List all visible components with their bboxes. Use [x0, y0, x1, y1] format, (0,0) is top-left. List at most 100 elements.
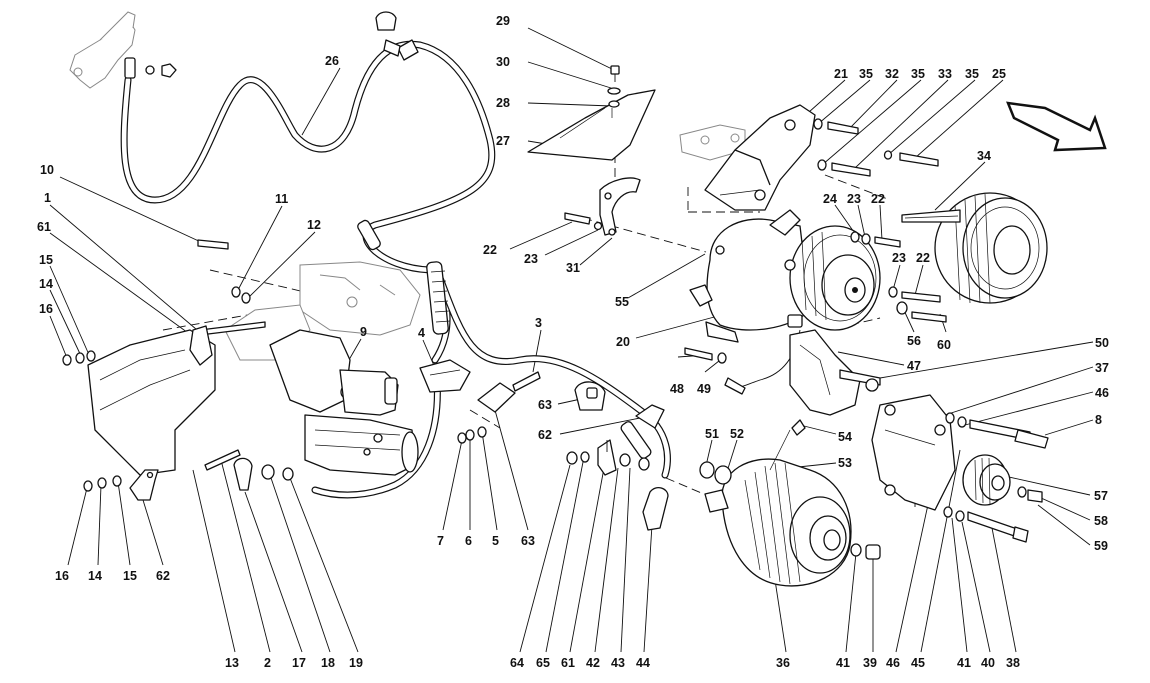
- label-40: 40: [981, 656, 995, 670]
- label-6: 6: [465, 534, 472, 548]
- label-14: 14: [39, 277, 53, 291]
- starter-cable-19: [311, 376, 441, 499]
- cable-clamp-top: [375, 11, 419, 61]
- label-53: 53: [838, 456, 852, 470]
- label-58: 58: [1094, 514, 1108, 528]
- label-26: 26: [325, 54, 339, 68]
- connector-63: [477, 371, 665, 429]
- label-65: 65: [536, 656, 550, 670]
- label-28: 28: [496, 96, 510, 110]
- label-62: 62: [538, 428, 552, 442]
- label-9: 9: [360, 325, 367, 339]
- clip-4: [419, 359, 471, 393]
- label-27: 27: [496, 134, 510, 148]
- label-34: 34: [977, 149, 991, 163]
- label-3: 3: [535, 316, 542, 330]
- label-52: 52: [730, 427, 744, 441]
- heat-shield-13: [87, 325, 216, 476]
- alternator-bracket-47: [789, 329, 881, 436]
- label-54: 54: [838, 430, 852, 444]
- label-59: 59: [1094, 539, 1108, 553]
- label-42: 42: [586, 656, 600, 670]
- label-31: 31: [566, 261, 580, 275]
- parts-42-44-61-64-65: [566, 439, 669, 531]
- label-17: 17: [292, 656, 306, 670]
- heat-shield-27: [527, 65, 656, 161]
- label-18: 18: [321, 656, 335, 670]
- label-16: 16: [55, 569, 69, 583]
- label-64: 64: [510, 656, 524, 670]
- compressor-bracket-21: [679, 104, 816, 211]
- label-25: 25: [992, 67, 1006, 81]
- label-44: 44: [636, 656, 650, 670]
- label-7: 7: [437, 534, 444, 548]
- label-22: 22: [483, 243, 497, 257]
- label-63: 63: [538, 398, 552, 412]
- label-15: 15: [39, 253, 53, 267]
- tensioner-bracket-37: [871, 394, 956, 511]
- label-30: 30: [496, 55, 510, 69]
- label-55: 55: [615, 295, 629, 309]
- part-number-labels: 29 30 28 27 26 21 35 32 35 33 35 25 34 1…: [37, 14, 1109, 670]
- label-14: 14: [88, 569, 102, 583]
- idler-pulley-57: [962, 454, 1043, 506]
- label-56: 56: [907, 334, 921, 348]
- label-35: 35: [965, 67, 979, 81]
- label-35: 35: [911, 67, 925, 81]
- label-50: 50: [1095, 336, 1109, 350]
- nuts-5-6-7: [457, 426, 487, 444]
- label-41: 41: [836, 656, 850, 670]
- pulley-34: [901, 192, 1048, 304]
- label-22: 22: [916, 251, 930, 265]
- bolts-22-23-24: [850, 231, 947, 323]
- leader-lines: [49, 27, 1094, 653]
- label-62: 62: [156, 569, 170, 583]
- label-5: 5: [492, 534, 499, 548]
- label-12: 12: [307, 218, 321, 232]
- label-47: 47: [907, 359, 921, 373]
- label-46: 46: [1095, 386, 1109, 400]
- label-19: 19: [349, 656, 363, 670]
- label-36: 36: [776, 656, 790, 670]
- parts-39-41: [850, 543, 881, 560]
- label-20: 20: [616, 335, 630, 349]
- bolt-38: [943, 506, 1029, 543]
- label-23: 23: [847, 192, 861, 206]
- battery-terminal-bracket: [69, 11, 177, 89]
- label-21: 21: [834, 67, 848, 81]
- label-45: 45: [911, 656, 925, 670]
- bracket-31: [564, 177, 641, 236]
- label-61: 61: [561, 656, 575, 670]
- label-38: 38: [1006, 656, 1020, 670]
- bolts-48-49: [684, 347, 727, 364]
- label-10: 10: [40, 163, 54, 177]
- label-61: 61: [37, 220, 51, 234]
- ground-cable-3: [433, 266, 671, 479]
- cable-sleeves: [357, 219, 652, 459]
- label-51: 51: [705, 427, 719, 441]
- label-2: 2: [264, 656, 271, 670]
- ac-compressor-20: [689, 209, 881, 343]
- alternator-36: [699, 429, 852, 587]
- washers-14-15-16: [62, 350, 122, 492]
- label-57: 57: [1094, 489, 1108, 503]
- label-63: 63: [521, 534, 535, 548]
- label-32: 32: [885, 67, 899, 81]
- label-43: 43: [611, 656, 625, 670]
- label-8: 8: [1095, 413, 1102, 427]
- label-11: 11: [275, 192, 288, 206]
- label-49: 49: [697, 382, 711, 396]
- label-41: 41: [957, 656, 971, 670]
- bolts-top-right: [813, 118, 939, 177]
- label-35: 35: [859, 67, 873, 81]
- label-23: 23: [892, 251, 906, 265]
- label-46: 46: [886, 656, 900, 670]
- label-13: 13: [225, 656, 239, 670]
- parts-2-17-18: [204, 449, 294, 491]
- label-48: 48: [670, 382, 684, 396]
- label-1: 1: [44, 191, 51, 205]
- small-bracket-62: [129, 469, 159, 501]
- label-24: 24: [823, 192, 837, 206]
- label-37: 37: [1095, 361, 1109, 375]
